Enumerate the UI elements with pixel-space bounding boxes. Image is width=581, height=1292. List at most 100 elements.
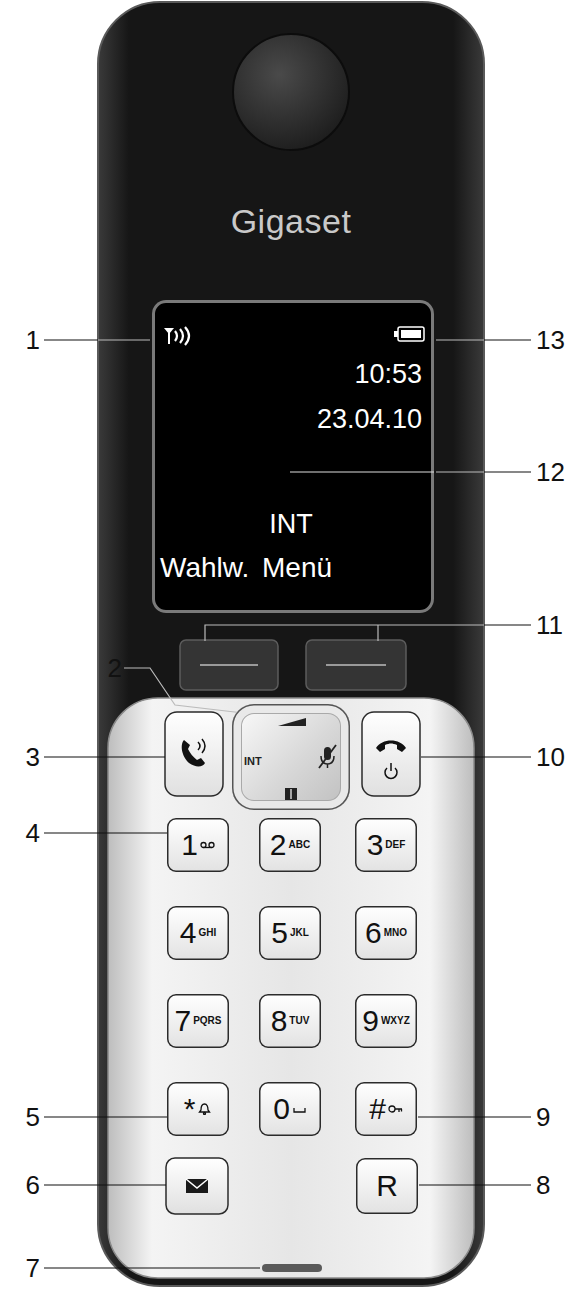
- space-symbol: [294, 1108, 305, 1112]
- vm-symbol: [201, 843, 214, 848]
- key-digit: 5: [271, 918, 288, 948]
- display-screen: 10:5323.04.10INTWahlw.Menü: [152, 300, 434, 613]
- microphone-slot: [262, 1264, 322, 1272]
- leader-line: [205, 625, 484, 641]
- callout-slot: 3: [8, 742, 40, 772]
- envelope-symbol: [186, 1179, 208, 1188]
- keypad-key: 0: [259, 1082, 321, 1136]
- volume-symbol: [278, 718, 306, 726]
- key-letters: JKL: [290, 928, 309, 938]
- keypad-key: 5JKL: [259, 906, 321, 960]
- handset-body-node: Gigaset10:5323.04.10INTWahlw.MenüINT12AB…: [98, 0, 484, 1288]
- mute-symbol: [319, 745, 336, 768]
- bell-symbol: [200, 1104, 210, 1115]
- callout-number: 7: [26, 1253, 40, 1283]
- keypad-key: 9WXYZ: [355, 994, 417, 1048]
- callout-slot: 11: [536, 610, 576, 640]
- leader-line: [436, 471, 484, 472]
- leader-line: [44, 1184, 166, 1185]
- key-digit: 1: [181, 830, 198, 860]
- leader-line: [436, 339, 484, 340]
- key-letters: GHI: [198, 928, 216, 938]
- keypad-key: R: [356, 1158, 418, 1214]
- key-digit: 0: [273, 1094, 290, 1124]
- voicemail-symbol: [201, 843, 206, 848]
- key-symbol: [388, 1103, 403, 1115]
- callout-number: 3: [26, 742, 40, 772]
- earpiece: [233, 34, 349, 150]
- bell-symbol: [200, 1104, 210, 1112]
- callout-slot: 7: [8, 1253, 40, 1283]
- battery-symbol: [394, 331, 398, 337]
- leader-line: [44, 756, 165, 757]
- key-digit: 3: [367, 830, 384, 860]
- signal-symbol: [175, 327, 189, 345]
- bell-symbol: [197, 1103, 212, 1115]
- message-key: [166, 1158, 228, 1214]
- display-text: Wahlw.: [160, 552, 249, 583]
- keypad-key: 1: [167, 818, 229, 872]
- text-slot: Gigaset: [191, 203, 391, 240]
- leader-line: [484, 339, 531, 340]
- callout-number: 12: [536, 457, 565, 487]
- callout-slot: 1: [8, 325, 40, 355]
- keypad-key: *: [167, 1082, 229, 1136]
- key-digit: 8: [271, 1006, 288, 1036]
- leader-line: [44, 832, 167, 833]
- leader-line: [419, 1184, 531, 1185]
- callout-number: 9: [536, 1102, 550, 1132]
- voicemail-symbol: [209, 843, 214, 848]
- key-symbol: [389, 1106, 402, 1112]
- callout-slot: 10: [536, 742, 576, 772]
- speaker-symbol: [198, 739, 205, 753]
- soft-key-mark: [326, 664, 386, 666]
- power-symbol: [390, 763, 392, 771]
- callout-number: 13: [536, 325, 565, 355]
- callout-slot: 6: [8, 1170, 40, 1200]
- bell-symbol: [204, 1113, 206, 1115]
- callout-number: 11: [536, 610, 563, 640]
- battery-symbol: [398, 327, 424, 341]
- space-symbol: [294, 1108, 305, 1112]
- display-text: 10:53: [354, 359, 422, 389]
- key-letters: ABC: [289, 840, 311, 850]
- call-key: [165, 712, 223, 796]
- callout-slot: 5: [8, 1102, 40, 1132]
- leader-line: [421, 756, 531, 757]
- key-letters: TUV: [289, 1016, 309, 1026]
- display-text: 23.04.10: [317, 404, 422, 434]
- callout-slot: 4: [8, 818, 40, 848]
- key-letters: MNO: [384, 928, 407, 938]
- lock-symbol: [389, 1106, 395, 1112]
- text-slot: 23.04.10: [262, 405, 422, 435]
- phonebook-symbol: [285, 788, 297, 800]
- key-digit: 2: [270, 830, 287, 860]
- key-digit: 6: [365, 918, 382, 948]
- callout-number: 1: [26, 325, 40, 355]
- keypad-key: 7PQRS: [167, 994, 229, 1048]
- key-digit: 7: [174, 1006, 191, 1036]
- text-slot: Wahlw.: [160, 553, 260, 584]
- leader-line: [44, 1267, 260, 1268]
- key-label: INT: [244, 755, 262, 767]
- key-digit: *: [184, 1094, 196, 1124]
- callout-slot: 13: [536, 325, 576, 355]
- space-symbol: [292, 1103, 307, 1115]
- lock-symbol: [395, 1109, 402, 1112]
- keypad-key: 3DEF: [355, 818, 417, 872]
- key-letters: DEF: [385, 840, 405, 850]
- vm-symbol: [200, 839, 215, 851]
- brand-name: Gigaset: [231, 202, 352, 240]
- leader-line: [484, 624, 531, 625]
- end-key: [362, 712, 420, 796]
- handset-body: [98, 2, 484, 1286]
- battery-symbol: [401, 330, 421, 338]
- leader-line: [484, 471, 531, 472]
- keypad-key: 4GHI: [167, 906, 229, 960]
- callout-number: 5: [26, 1102, 40, 1132]
- signal-symbol: [168, 328, 170, 344]
- text-slot: 10:53: [290, 360, 422, 390]
- leader-line: [44, 339, 98, 340]
